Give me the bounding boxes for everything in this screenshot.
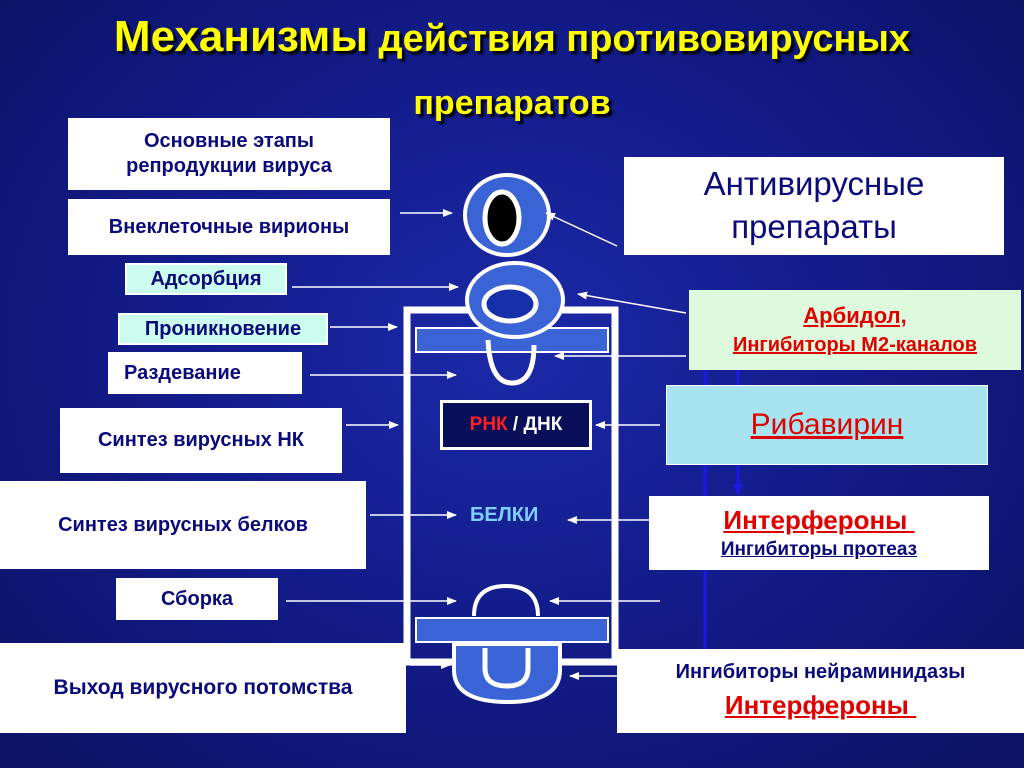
extracellular-virion-icon xyxy=(463,173,551,257)
stage-nucleic-label: Синтез вирусных НК xyxy=(97,429,304,451)
neuraminidase-box: Ингибиторы нейраминидазы Интерфероны xyxy=(617,649,1024,733)
neuraminidase-label: Ингибиторы нейраминидазы xyxy=(675,661,966,684)
arbidol-label: Арбидол, xyxy=(803,302,907,328)
page-title-line2: препаратов xyxy=(413,84,611,122)
drugs-header: Антивирусные препараты xyxy=(703,165,925,245)
page-title-line1: Механизмы действия противовирусных xyxy=(0,12,1024,62)
stage-adsorption: Адсорбция xyxy=(125,263,287,295)
title-word1: Механизмы xyxy=(113,12,368,61)
stage-release: Выход вирусного потомства xyxy=(0,643,406,733)
assembly-virion-icon xyxy=(472,583,540,617)
cell-outline xyxy=(403,306,619,666)
stage-extracellular: Внеклеточные вирионы xyxy=(68,199,390,255)
stage-uncoating-label: Раздевание xyxy=(124,361,241,384)
protease-inhibitors-label: Ингибиторы протеаз xyxy=(720,539,918,561)
rna-dna-separator: / xyxy=(507,414,524,436)
proteins-label: БЕЛКИ xyxy=(470,504,539,526)
stage-protein-label: Синтез вирусных белков xyxy=(58,513,308,536)
dna-label: ДНК xyxy=(523,414,563,436)
rna-dna-box: РНК / ДНК xyxy=(440,400,592,450)
adsorbed-virion-icon xyxy=(465,261,565,339)
stage-assembly-label: Сборка xyxy=(160,587,234,610)
stage-adsorption-label: Адсорбция xyxy=(150,267,262,290)
rna-label: РНК xyxy=(469,414,508,436)
interferons-label-2: Интерфероны xyxy=(724,690,917,721)
ribavirin-label: Рибавирин xyxy=(750,408,904,442)
stage-uncoating: Раздевание xyxy=(108,352,302,394)
stage-protein-synthesis: Синтез вирусных белков xyxy=(0,481,366,569)
stages-header: Основные этапы репродукции вируса xyxy=(126,130,332,177)
arbidol-box: Арбидол, Ингибиторы М2-каналов xyxy=(689,290,1021,370)
cell-membrane-bottom xyxy=(415,617,609,643)
budding-virion-icon xyxy=(452,642,562,705)
ribavirin-box: Рибавирин xyxy=(666,385,988,465)
interferons-protease-box: Интерфероны Ингибиторы протеаз xyxy=(649,496,989,570)
arrow-drugs-to-virion xyxy=(545,212,618,247)
stage-nucleic-synthesis: Синтез вирусных НК xyxy=(60,408,342,473)
stage-release-label: Выход вирусного потомства xyxy=(53,675,353,699)
stage-penetration: Проникновение xyxy=(118,313,328,345)
stages-header-box: Основные этапы репродукции вируса xyxy=(68,118,390,190)
stage-extracellular-label: Внеклеточные вирионы xyxy=(108,215,350,238)
drugs-header-box: Антивирусные препараты xyxy=(624,157,1004,255)
uncoating-virion-icon xyxy=(485,339,537,386)
interferons-label-1: Интерфероны xyxy=(723,504,915,535)
stage-assembly: Сборка xyxy=(116,578,278,620)
stage-penetration-label: Проникновение xyxy=(144,317,302,340)
title-rest-line1: действия противовирусных xyxy=(367,18,911,60)
m2-inhibitors-label: Ингибиторы М2-каналов xyxy=(732,334,978,357)
arrow-arbidol-adsorption xyxy=(577,291,687,314)
